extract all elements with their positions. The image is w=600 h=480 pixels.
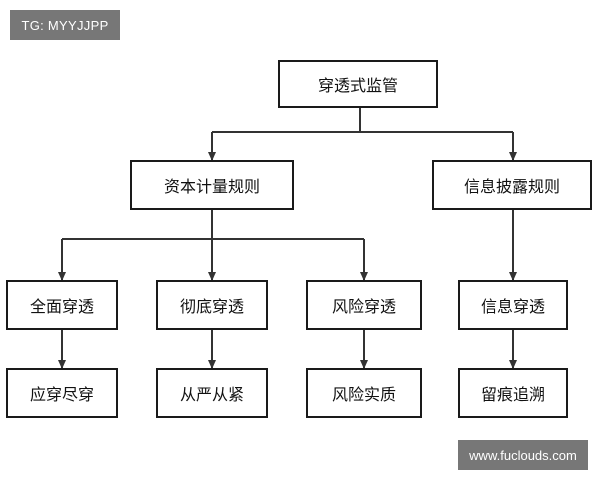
node-risk-substance: 风险实质 — [306, 368, 422, 418]
node-info-penetration: 信息穿透 — [458, 280, 568, 330]
watermark-top-left: TG: MYYJJPP — [10, 10, 120, 40]
node-strict-tight: 从严从紧 — [156, 368, 268, 418]
node-disclosure-rules: 信息披露规则 — [432, 160, 592, 210]
node-trace-back: 留痕追溯 — [458, 368, 568, 418]
node-risk-penetration: 风险穿透 — [306, 280, 422, 330]
node-penetrate-all: 应穿尽穿 — [6, 368, 118, 418]
node-full-penetration: 全面穿透 — [6, 280, 118, 330]
node-thorough-penetration: 彻底穿透 — [156, 280, 268, 330]
node-root: 穿透式监管 — [278, 60, 438, 108]
watermark-bottom-right: www.fuclouds.com — [458, 440, 588, 470]
node-capital-rules: 资本计量规则 — [130, 160, 294, 210]
